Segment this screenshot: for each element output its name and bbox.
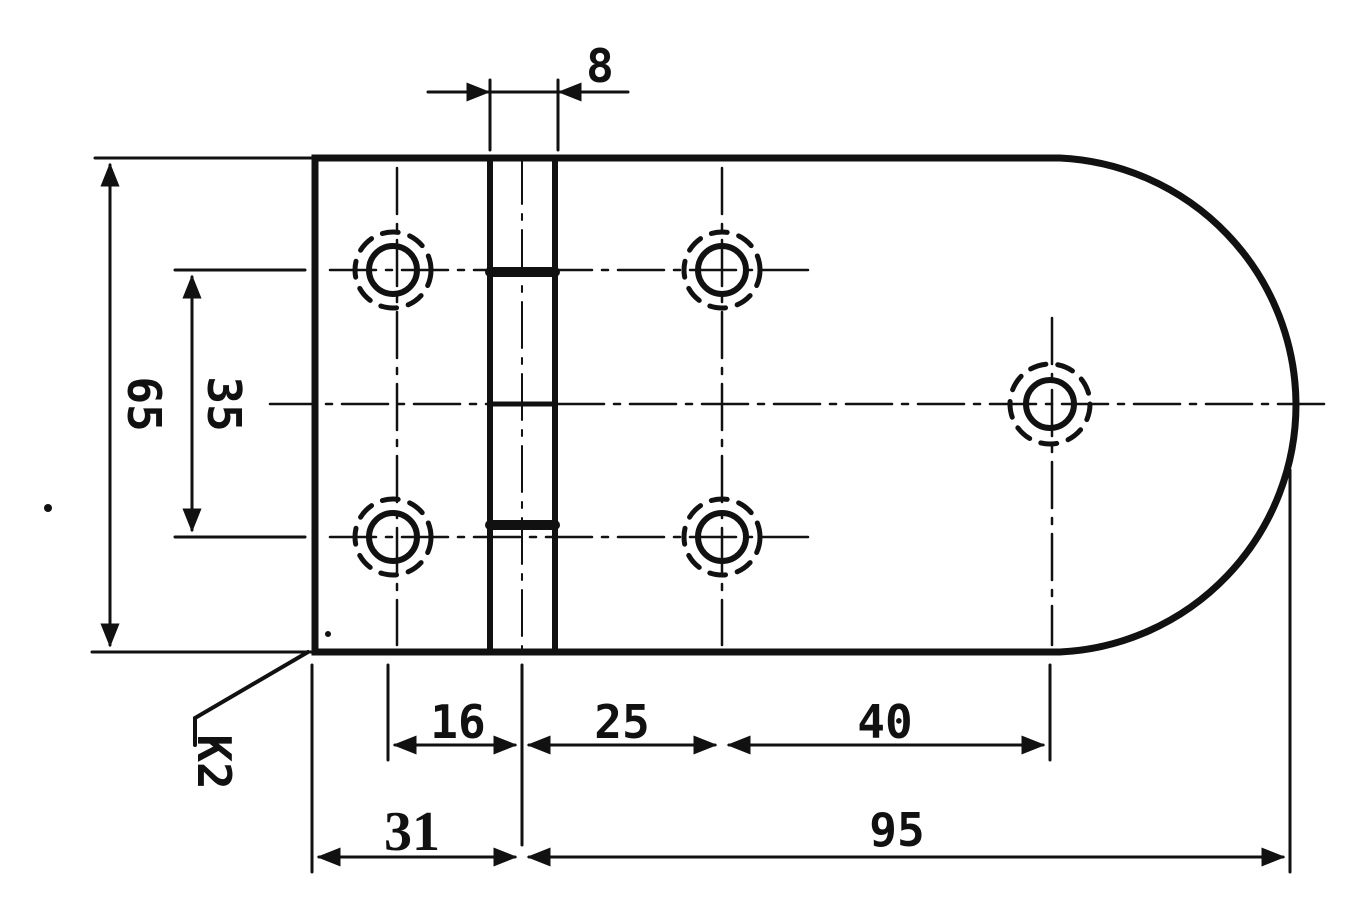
k2-leader-line — [193, 650, 310, 747]
dim-31-label: 31 — [384, 801, 440, 863]
screw-hole-top-left — [352, 229, 434, 311]
centerlines — [268, 166, 1332, 647]
stray-dot — [44, 504, 52, 512]
dim-35-label: 35 — [197, 376, 251, 431]
dimension-lines — [100, 82, 1286, 867]
dim-16-label: 16 — [430, 695, 485, 749]
dim-25-label: 25 — [594, 695, 649, 749]
screw-hole-top-middle — [681, 229, 763, 311]
k2-label: K2 — [187, 734, 241, 789]
screw-hole-right — [1007, 361, 1093, 447]
stray-dot-small — [325, 631, 331, 637]
dim-40-label: 40 — [857, 695, 912, 749]
dim-8-label: 8 — [586, 39, 614, 93]
dim-65-label: 65 — [117, 376, 171, 431]
screw-hole-bottom-left — [352, 496, 434, 578]
screw-hole-bottom-middle — [681, 496, 763, 578]
dim-95-label: 95 — [869, 803, 924, 857]
extension-lines — [90, 78, 1292, 874]
